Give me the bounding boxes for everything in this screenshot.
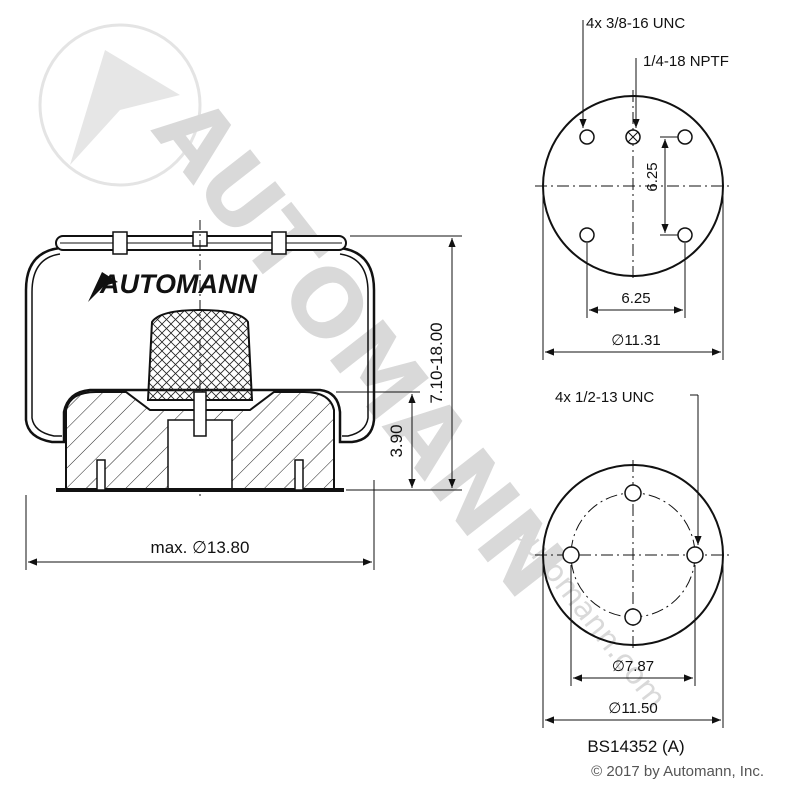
bottom-plate-view: 4x 1/2-13 UNC ∅7.87 ∅11.50	[535, 389, 733, 728]
top-horizontal-spacing-label: 6.25	[621, 290, 650, 307]
bottom-thread-callout: 4x 1/2-13 UNC	[555, 389, 654, 406]
copyright: © 2017 by Automann, Inc.	[591, 763, 764, 780]
bumper	[146, 308, 254, 401]
top-hole-3	[579, 227, 595, 243]
watermark-logo-ring	[38, 23, 202, 187]
brand-logo-mark	[88, 272, 118, 302]
bellows-inner-right	[339, 253, 369, 437]
part-number: BS14352 (A)	[587, 737, 684, 756]
piston-base	[56, 488, 344, 492]
side-view-dimensions: max. ∅13.80 7.10-18.00 3.90	[25, 235, 462, 570]
air-port-cross	[627, 131, 639, 143]
bottom-hole-top	[624, 484, 642, 502]
top-diameter-label: ∅11.31	[611, 332, 661, 349]
watermark-logo-arrow	[70, 50, 180, 165]
port-callout: 1/4-18 NPTF	[643, 53, 729, 70]
piston-height-label: 3.90	[387, 424, 406, 457]
top-stud-right	[271, 231, 287, 255]
top-vertical-spacing-label: 6.25	[644, 162, 661, 191]
bottom-hole-left	[562, 546, 580, 564]
bottom-diameter-label: ∅11.50	[608, 700, 658, 717]
top-hole-4	[677, 227, 693, 243]
overall-diameter-label: max. ∅13.80	[151, 538, 250, 557]
center-bolt	[193, 391, 207, 437]
bellows-inner-left	[31, 253, 62, 437]
air-spring-side-view: AUTOMANN	[24, 220, 376, 500]
top-stud-left	[112, 231, 128, 255]
bolt-circle-label: ∅7.87	[612, 658, 654, 675]
watermark: AUTOMANN automann.com	[38, 23, 673, 716]
height-range-label: 7.10-18.00	[427, 322, 446, 403]
top-plate-view: 4x 3/8-16 UNC 1/4-18 NPTF 6.25 6.25 ∅11.…	[535, 15, 733, 360]
bottom-stud-left	[96, 459, 106, 491]
top-hole-2	[677, 129, 693, 145]
brand-logo-text: AUTOMANN	[99, 269, 257, 299]
top-hole-1	[579, 129, 595, 145]
top-thread-callout: 4x 3/8-16 UNC	[586, 15, 685, 32]
bottom-hole-right	[686, 546, 704, 564]
bottom-stud-right	[294, 459, 304, 491]
bottom-hole-bottom	[624, 608, 642, 626]
